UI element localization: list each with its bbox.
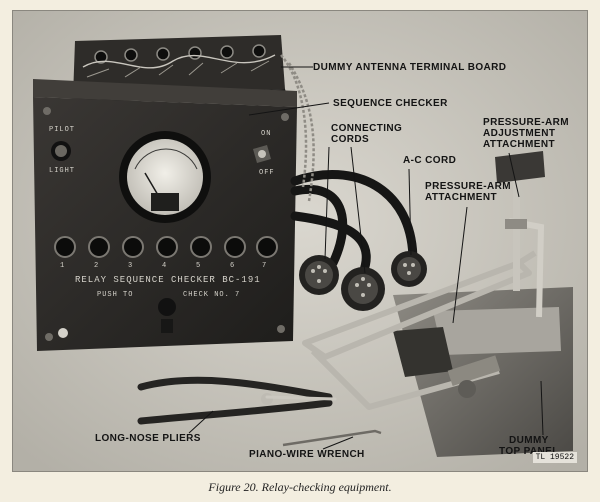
cord-plugs: [299, 251, 427, 311]
button-number: 3: [128, 262, 134, 270]
pressure-arm-adjustment-attachment: [495, 151, 545, 318]
label-ac-cord: A-C CORD: [403, 155, 457, 166]
on-off-switch: [253, 145, 271, 163]
label-dummy-top-panel: DUMMY TOP PANEL: [499, 435, 559, 457]
button-number: 6: [230, 262, 236, 270]
binding-post: [58, 328, 68, 338]
button-number: 1: [60, 262, 66, 270]
button-number: 4: [162, 262, 168, 270]
label-piano-wire-wrench: PIANO-WIRE WRENCH: [249, 449, 365, 460]
braided-cords: [280, 54, 315, 202]
button-number: 2: [94, 262, 100, 270]
sequence-checker-box: [33, 79, 297, 351]
pressure-arm-clamp: [447, 355, 501, 398]
push-to-text: PUSH TO: [97, 291, 134, 299]
label-pressure-arm-adjustment-attachment: PRESSURE-ARM ADJUSTMENT ATTACHMENT: [483, 117, 569, 150]
panel-title: RELAY SEQUENCE CHECKER BC-191: [75, 275, 261, 285]
label-connecting-cords: CONNECTING CORDS: [331, 123, 403, 145]
on-text: ON: [261, 130, 272, 138]
off-text: OFF: [259, 169, 275, 177]
meter: [119, 131, 211, 223]
light-text: LIGHT: [49, 167, 76, 175]
button-number: 7: [262, 262, 268, 270]
label-dummy-antenna-terminal-board: DUMMY ANTENNA TERMINAL BOARD: [313, 62, 507, 73]
push-to-check-knob: [158, 298, 176, 333]
pilot-text: PILOT: [49, 126, 76, 134]
check-no-text: CHECK NO. 7: [183, 291, 241, 299]
label-sequence-checker: SEQUENCE CHECKER: [333, 98, 448, 109]
leader-lines: [188, 66, 544, 450]
long-nose-pliers: [137, 376, 337, 425]
label-long-nose-pliers: LONG-NOSE PLIERS: [95, 433, 201, 444]
button-number: 5: [196, 262, 202, 270]
label-pressure-arm-attachment: PRESSURE-ARM ATTACHMENT: [425, 181, 511, 203]
piano-wire-wrench: [282, 429, 382, 447]
photo-plate: PILOT LIGHT ON OFF 1 2 3 4 5 6 7 RELAY S…: [12, 10, 588, 472]
pilot-light: [51, 141, 71, 161]
check-buttons: [54, 236, 278, 258]
plate-id: TL 19522: [532, 452, 577, 463]
figure-caption: Figure 20. Relay-checking equipment.: [208, 480, 392, 494]
equipment-photo: [13, 11, 587, 471]
